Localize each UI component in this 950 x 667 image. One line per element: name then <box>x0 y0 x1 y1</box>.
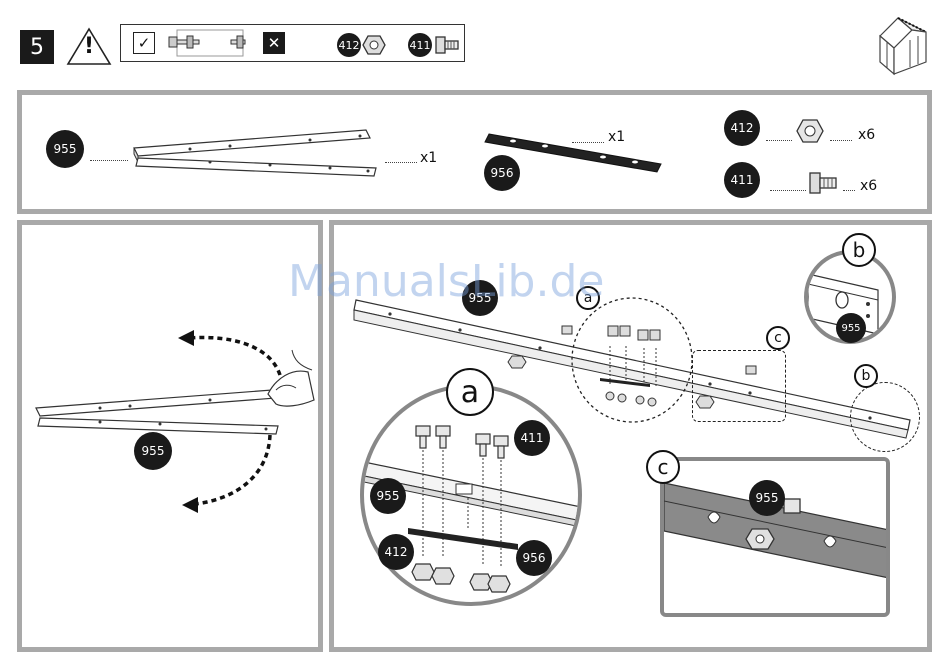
step-number-box: 5 <box>20 30 54 64</box>
part-badge-955: 955 <box>134 432 172 470</box>
part-badge-956: 956 <box>484 155 520 191</box>
nut-qty: x6 <box>858 127 875 143</box>
leader-line <box>766 140 792 141</box>
callout-circle-a <box>570 296 695 424</box>
part-badge-955: 955 <box>836 313 866 343</box>
part-badge-411: 411 <box>724 162 760 198</box>
callout-box-c <box>692 350 786 422</box>
leader-line <box>843 190 855 191</box>
watermark: ManualsLib.de <box>288 256 604 307</box>
leader-line <box>830 140 852 141</box>
bolt-icon <box>808 170 838 196</box>
callout-label-c: c <box>766 326 790 350</box>
beam-955-folded <box>130 124 382 184</box>
part-badge-955: 955 <box>749 480 785 516</box>
bolt-icon <box>434 34 460 56</box>
part-badge-955: 955 <box>46 130 84 168</box>
detail-c-letter: c <box>646 450 680 484</box>
detail-b-letter: b <box>842 233 876 267</box>
bolt-qty: x6 <box>860 178 877 194</box>
part-badge-411: 411 <box>408 33 432 57</box>
nut-icon <box>362 34 386 56</box>
warning-symbol: ! <box>84 34 94 59</box>
leader-line <box>572 142 604 143</box>
part-badge-956: 956 <box>516 540 552 576</box>
part-badge-412: 412 <box>378 534 414 570</box>
leader-line <box>90 160 128 161</box>
greenhouse-icon <box>872 12 934 76</box>
part-badge-412: 412 <box>337 33 361 57</box>
leader-line <box>770 190 806 191</box>
part-badge-955: 955 <box>370 478 406 514</box>
loose-bolt-illustration <box>165 28 255 58</box>
callout-label-b: b <box>854 364 878 388</box>
unfold-arrows-and-beam <box>30 320 320 520</box>
part-badge-411: 411 <box>514 420 550 456</box>
nut-icon <box>796 118 824 144</box>
detail-a-letter: a <box>446 368 494 416</box>
check-box: ✓ <box>133 32 155 54</box>
part-badge-412: 412 <box>724 110 760 146</box>
beam-qty: x1 <box>420 150 437 166</box>
plate-qty: x1 <box>608 129 625 145</box>
leader-line <box>385 162 417 163</box>
cross-box: ✕ <box>263 32 285 54</box>
callout-circle-b <box>850 382 920 452</box>
